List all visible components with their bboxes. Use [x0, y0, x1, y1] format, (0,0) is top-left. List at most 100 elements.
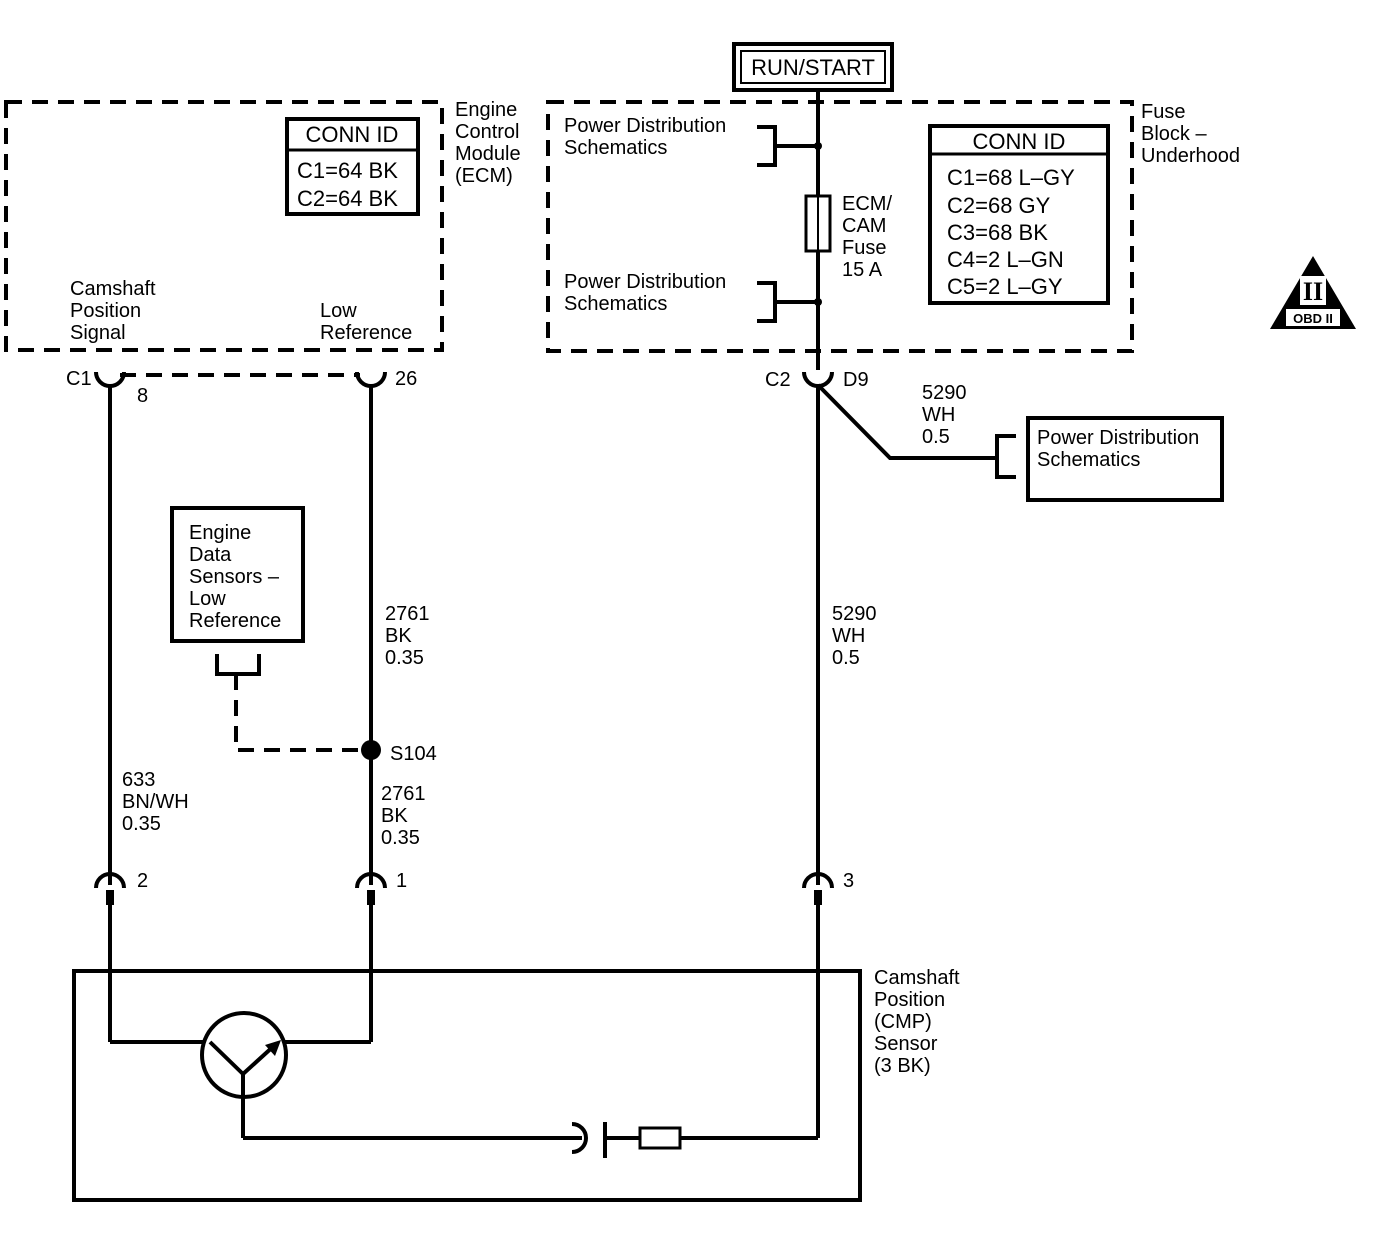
hall-effect-transistor-icon [108, 905, 582, 1140]
engine-data-sensors-box: Engine Data Sensors – Low Reference [170, 506, 305, 643]
pds-mid-label: Power Distribution Schematics [564, 271, 726, 315]
wire-2761-bottom-label: 2761 BK 0.35 [381, 783, 426, 849]
pin-3-label: 3 [843, 870, 854, 892]
svg-text:BK: BK [381, 805, 408, 827]
pds-mid-junction [814, 298, 822, 306]
connector-c2-label: C2 [765, 369, 791, 391]
sensor-connector-pin3 [802, 872, 834, 905]
pin-2-label: 2 [137, 870, 148, 892]
svg-text:C2=64 BK: C2=64 BK [297, 186, 398, 211]
wire-5290-label: 5290 WH 0.5 [832, 603, 877, 669]
svg-text:633: 633 [122, 769, 155, 791]
svg-text:Low: Low [320, 300, 357, 322]
svg-text:Signal: Signal [70, 322, 126, 344]
svg-text:Low: Low [189, 588, 226, 610]
connector-c1-pin26 [355, 371, 387, 388]
svg-text:OBD II: OBD II [1293, 311, 1333, 326]
svg-text:CONN ID: CONN ID [306, 122, 399, 147]
svg-text:Block –: Block – [1141, 123, 1207, 145]
svg-text:(CMP): (CMP) [874, 1011, 932, 1033]
ecm-pin-low-ref-label: Low Reference [320, 300, 412, 344]
svg-text:5290: 5290 [922, 382, 967, 404]
svg-text:Fuse: Fuse [842, 237, 886, 259]
fuse-block-title: Fuse Block – Underhood [1141, 101, 1240, 167]
svg-text:C2=68 GY: C2=68 GY [947, 193, 1051, 218]
pds-top-label: Power Distribution Schematics [564, 115, 726, 159]
svg-text:ECM/: ECM/ [842, 193, 892, 215]
svg-text:(3 BK): (3 BK) [874, 1055, 931, 1077]
pds-right-bracket [995, 434, 1016, 479]
svg-text:Schematics: Schematics [564, 137, 667, 159]
svg-text:CAM: CAM [842, 215, 886, 237]
sensor-connector-pin1 [355, 872, 387, 905]
wire-633-label: 633 BN/WH 0.35 [122, 769, 189, 835]
svg-text:Position: Position [874, 989, 945, 1011]
pds-mid-bracket [757, 281, 818, 323]
connector-c1-label: C1 [66, 368, 92, 390]
capacitor-resistor-icon [571, 905, 820, 1158]
pds-right-box: Power Distribution Schematics [1026, 416, 1224, 502]
svg-text:BK: BK [385, 625, 412, 647]
svg-text:0.35: 0.35 [385, 647, 424, 669]
ecm-conn-id-table: CONN ID C1=64 BK C2=64 BK [285, 117, 420, 216]
wire-2761-top-label: 2761 BK 0.35 [385, 603, 430, 669]
svg-text:15 A: 15 A [842, 259, 883, 281]
pin-26-label: 26 [395, 368, 417, 390]
svg-text:CONN ID: CONN ID [973, 129, 1066, 154]
svg-text:C4=2 L–GN: C4=2 L–GN [947, 247, 1064, 272]
svg-text:Schematics: Schematics [1037, 449, 1140, 471]
splice-s104 [361, 740, 381, 760]
svg-text:Power Distribution: Power Distribution [564, 271, 726, 293]
branch-wire-label: 5290 WH 0.5 [922, 382, 967, 448]
svg-text:Position: Position [70, 300, 141, 322]
svg-text:(ECM): (ECM) [455, 165, 513, 187]
svg-text:Camshaft: Camshaft [70, 278, 156, 300]
svg-text:2761: 2761 [381, 783, 426, 805]
svg-text:C1=68 L–GY: C1=68 L–GY [947, 165, 1075, 190]
svg-text:Sensor: Sensor [874, 1033, 938, 1055]
engine-data-bracket [215, 654, 261, 676]
pin-d9-label: D9 [843, 369, 869, 391]
svg-text:II: II [1303, 277, 1323, 306]
svg-text:Data: Data [189, 544, 232, 566]
svg-text:0.35: 0.35 [122, 813, 161, 835]
pin-1-label: 1 [396, 870, 407, 892]
pin-8-label: 8 [137, 385, 148, 407]
svg-text:Control: Control [455, 121, 519, 143]
svg-text:Engine: Engine [455, 99, 517, 121]
svg-text:WH: WH [832, 625, 865, 647]
svg-text:RUN/START: RUN/START [751, 55, 875, 80]
svg-text:Reference: Reference [320, 322, 412, 344]
fuse-label: ECM/ CAM Fuse 15 A [842, 193, 892, 281]
cmp-sensor-outline [72, 969, 862, 1202]
ecm-outline [4, 100, 444, 352]
branch-wire-5290 [816, 383, 997, 460]
svg-text:Power Distribution: Power Distribution [564, 115, 726, 137]
splice-label: S104 [390, 743, 437, 765]
svg-text:C3=68 BK: C3=68 BK [947, 220, 1048, 245]
svg-text:Underhood: Underhood [1141, 145, 1240, 167]
svg-text:WH: WH [922, 404, 955, 426]
pds-top-bracket [757, 125, 818, 167]
ecm-title: Engine Control Module (ECM) [455, 99, 521, 187]
svg-text:0.35: 0.35 [381, 827, 420, 849]
svg-text:Schematics: Schematics [564, 293, 667, 315]
svg-text:2761: 2761 [385, 603, 430, 625]
pds-top-junction [814, 142, 822, 150]
svg-text:BN/WH: BN/WH [122, 791, 189, 813]
fuse-block-outline [546, 100, 1134, 353]
obd-ii-icon: II OBD II [1270, 256, 1356, 329]
svg-text:0.5: 0.5 [832, 647, 860, 669]
svg-text:5290: 5290 [832, 603, 877, 625]
cmp-sensor-label: Camshaft Position (CMP) Sensor (3 BK) [874, 967, 960, 1077]
run-start-box: RUN/START [732, 42, 894, 92]
fuse-block-conn-id-table: CONN ID C1=68 L–GY C2=68 GY C3=68 BK C4=… [928, 124, 1110, 305]
svg-text:Fuse: Fuse [1141, 101, 1185, 123]
svg-text:Engine: Engine [189, 522, 251, 544]
svg-text:C1=64 BK: C1=64 BK [297, 158, 398, 183]
connector-c2-d9 [802, 371, 834, 388]
engine-data-dashed-link [234, 674, 370, 752]
ecm-pin-cmp-signal-label: Camshaft Position Signal [70, 278, 156, 344]
